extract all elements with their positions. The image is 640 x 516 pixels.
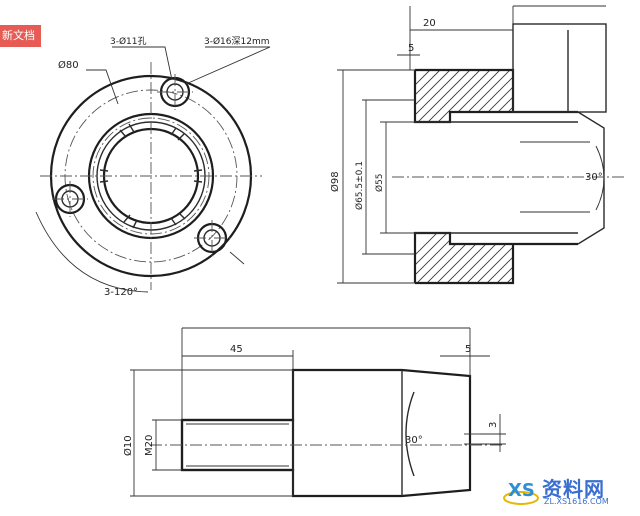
bushing-side-view: 45 5 Ø10 M20 30° 3 — [122, 327, 506, 498]
angle-120-tick — [229, 251, 245, 265]
angle-120-arc — [35, 211, 149, 293]
dia-65-label: Ø65.5±0.1 — [354, 161, 365, 210]
len-20-label: 20 — [423, 18, 436, 29]
holes-11-label: 3-Ø11孔 — [110, 36, 147, 47]
section-hatch-bottom — [415, 233, 513, 283]
bolt-hole-top — [157, 74, 193, 110]
holes-leader — [112, 46, 173, 81]
counterbore-leader — [185, 46, 271, 85]
watermark: XS 资料网 ZL.XS1616.COM — [502, 472, 632, 510]
flange-section-view: 20 5 Ø98 Ø65.5±0.1 Ø55 30° — [329, 5, 625, 285]
doc-badge[interactable]: 新文档 — [0, 25, 41, 47]
watermark-logo-icon: XS — [503, 480, 539, 505]
watermark-name: 资料网 — [542, 477, 605, 501]
watermark-url: ZL.XS1616.COM — [544, 497, 609, 506]
bottom-angle-30-label: 30° — [405, 435, 423, 446]
len-5-label: 5 — [408, 43, 414, 54]
len-45-label: 45 — [230, 344, 243, 355]
dia-55-label: Ø55 — [374, 173, 385, 192]
dia-80-leader — [86, 69, 119, 105]
dia-80-label: Ø80 — [58, 59, 79, 71]
cone-angle-arc — [595, 145, 605, 211]
watermark-logo-text: XS — [508, 480, 535, 501]
hub-slots — [99, 123, 203, 229]
len-5-label-bottom: 5 — [465, 344, 471, 355]
dia-98-label: Ø98 — [329, 171, 341, 192]
section-angle-30-label: 30° — [585, 172, 603, 183]
section-hatch-top — [415, 70, 513, 122]
slot-3-label: 3 — [488, 422, 499, 428]
bushing-outline — [180, 368, 472, 498]
bolt-hole-left — [52, 181, 88, 217]
counterbore-16-label: 3-Ø16深12mm — [204, 36, 270, 47]
thread-m20-label: M20 — [144, 435, 155, 456]
sleeve-upper-extension — [512, 23, 607, 113]
dia-10-label: Ø10 — [122, 435, 134, 456]
angle-120-label: 3-120° — [104, 287, 138, 298]
cone-arc — [405, 391, 415, 477]
flange-front-view: Ø80 3-Ø11孔 3-Ø16深12mm 3-120° — [35, 36, 271, 298]
bolt-hole-right — [194, 220, 230, 256]
section-outline-bottom — [415, 244, 515, 285]
